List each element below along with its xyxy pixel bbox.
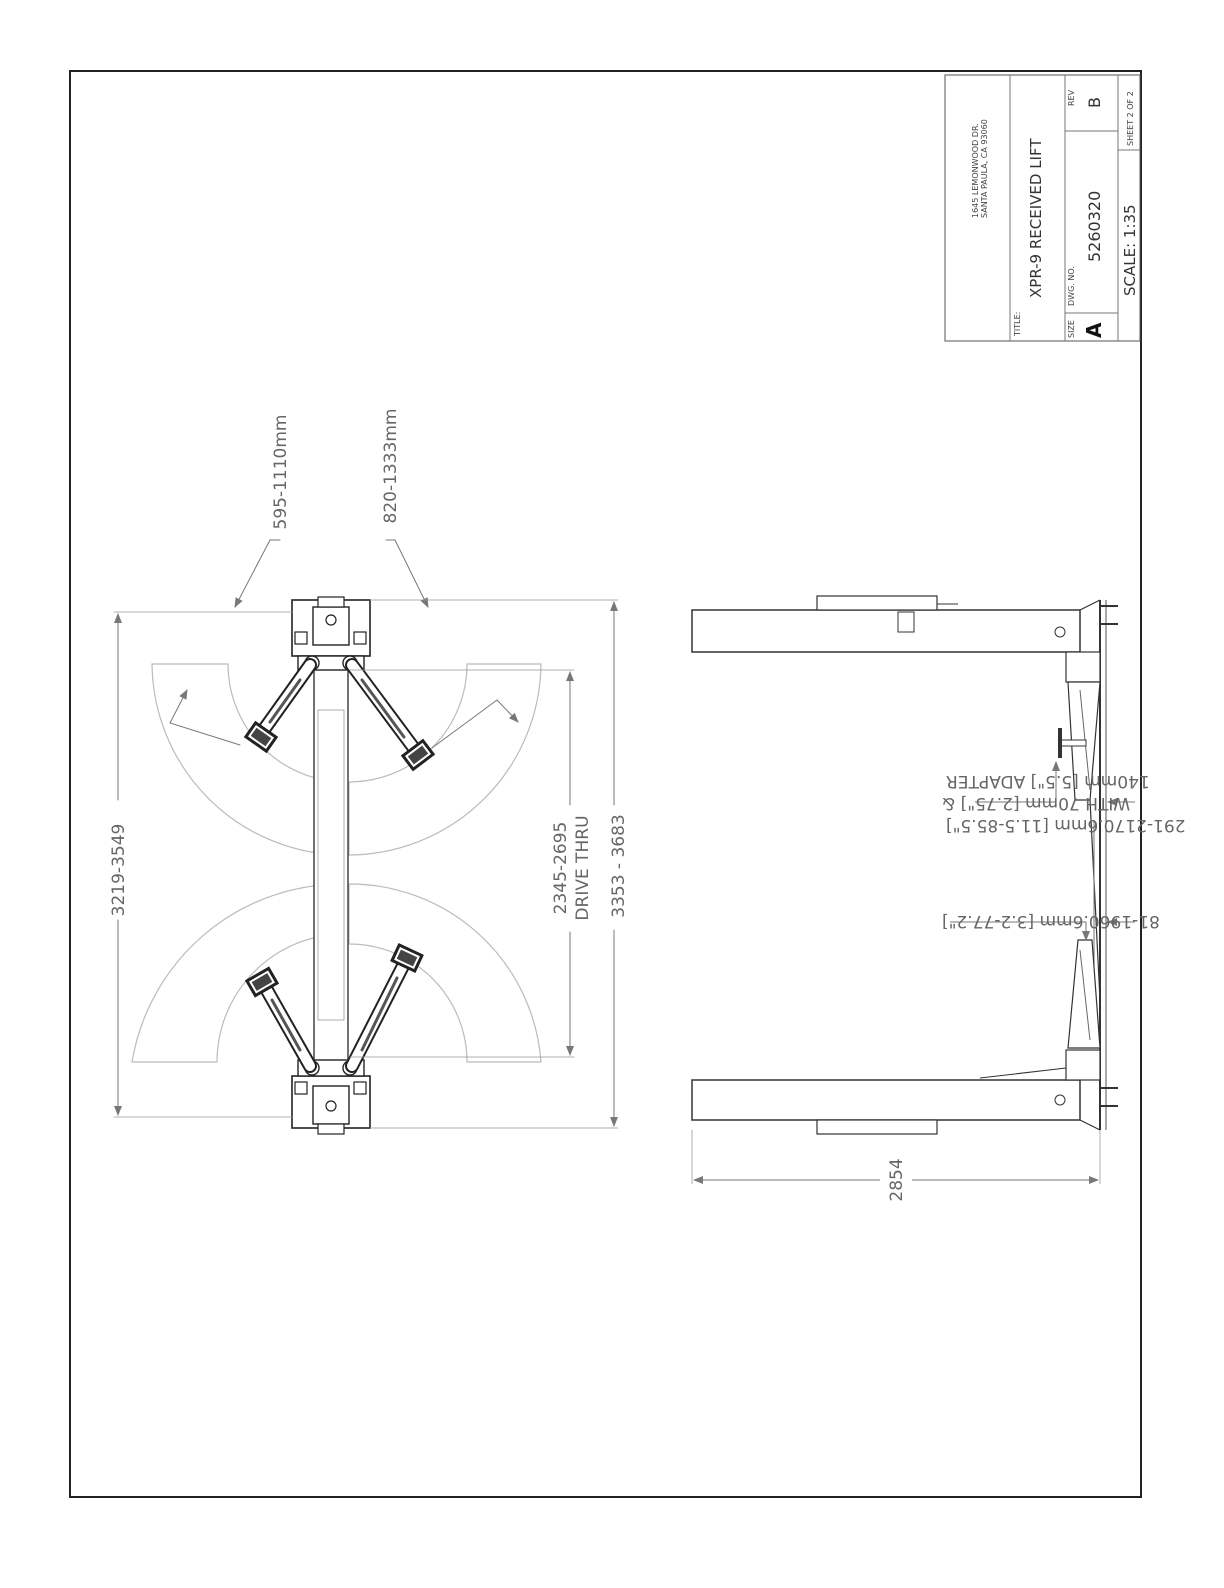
- address-line2: SANTA PAULA, CA 93060: [980, 119, 989, 218]
- dim-arm-long: 820-1333mm: [381, 409, 401, 524]
- rev-value: B: [1085, 97, 1104, 108]
- column-upper: [292, 597, 370, 670]
- arm-upper-left: [244, 665, 310, 753]
- drawing-title: XPR-9 RECEIVED LIFT: [1027, 138, 1045, 298]
- scale: SCALE: 1:35: [1121, 204, 1139, 296]
- size-label: SIZE: [1067, 320, 1076, 338]
- adapter-note-line1: 291-2170.6mm [11.5-85.5"]: [946, 815, 1186, 835]
- leader-arm-long: [386, 540, 428, 607]
- address-line1: 1645 LEMONWOOD DR.: [971, 123, 980, 218]
- floor-plate: [314, 668, 348, 1064]
- side-column-lower: [692, 1080, 1080, 1120]
- leader-swing-right: [432, 700, 518, 748]
- dim-overall-width: 3219-3549: [109, 824, 129, 917]
- dim-arm-short: 595-1110mm: [271, 415, 291, 530]
- swing-arc-lower-right: [349, 884, 541, 1062]
- label-drive-thru: DRIVE THRU: [573, 815, 593, 920]
- top-view: 3219-3549 2345-2695 DRIVE THRU 3353 - 36…: [109, 409, 629, 1134]
- low-pad-note: 81-1960.6mm [3.2-77.2"]: [942, 911, 1160, 931]
- sheet-number: SHEET 2 OF 2: [1126, 91, 1135, 146]
- swing-arc-lower-left: [132, 884, 345, 1062]
- arm-lower-left: [245, 966, 310, 1066]
- leader-swing-left: [170, 690, 240, 745]
- column-lower: [292, 1060, 370, 1134]
- dwg-no-value: 5260320: [1085, 191, 1104, 262]
- side-column-upper: [692, 610, 1080, 652]
- adapter-note-line3: 140mm [5.5"] ADAPTER: [946, 771, 1150, 791]
- dim-drive-thru: 2345-2695: [551, 822, 571, 915]
- dim-overall-height: 3353 - 3683: [609, 814, 629, 917]
- rev-label: REV: [1067, 89, 1076, 106]
- side-view: 291-2170.6mm [11.5-85.5"] WITH 70mm [2.7…: [692, 596, 1186, 1202]
- leader-arm-short: [235, 540, 280, 607]
- title-block: 1645 LEMONWOOD DR. SANTA PAULA, CA 93060…: [945, 75, 1140, 341]
- arm-upper-right: [352, 665, 435, 771]
- arm-lower-right: [352, 943, 424, 1066]
- dwg-no-label: DWG. NO.: [1067, 266, 1076, 306]
- size-value: A: [1082, 322, 1106, 338]
- dim-side-width: 2854: [887, 1158, 907, 1201]
- adapter-note-line2: WITH 70mm [2.75"] &: [942, 793, 1130, 813]
- title-label: TITLE:: [1013, 312, 1022, 337]
